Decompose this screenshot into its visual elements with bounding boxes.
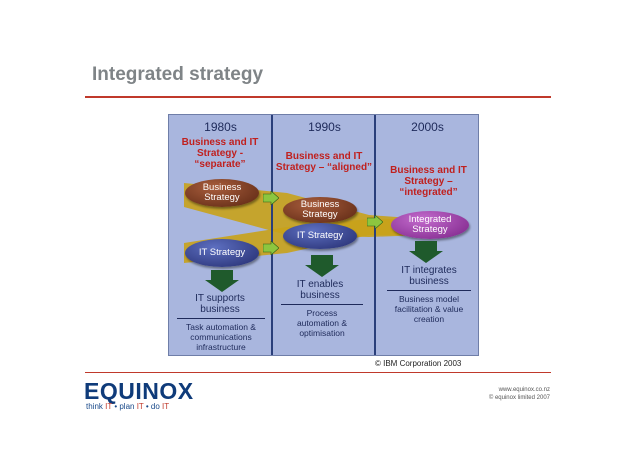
phase-separate: Business and IT Strategy - “separate” — [181, 137, 259, 170]
detail-1990: Process automation & optimisation — [296, 308, 348, 338]
outcome-1980: IT supports business — [195, 293, 245, 315]
strategy-diagram: 1980s 1990s 2000s Business and IT Strate… — [168, 114, 479, 356]
green-arrow-icon — [367, 215, 383, 229]
green-arrow-icon — [263, 191, 279, 205]
separator-line — [387, 290, 471, 291]
footer-rule — [85, 372, 551, 373]
slide-title: Integrated strategy — [92, 64, 264, 85]
business-strategy-1980: Business Strategy — [185, 179, 259, 207]
ibm-copyright: © IBM Corporation 2003 — [375, 359, 462, 368]
detail-1980: Task automation & communications infrast… — [186, 322, 256, 352]
down-arrow-icon — [305, 255, 339, 277]
integrated-strategy-2000: Integrated Strategy — [391, 211, 469, 239]
title-rule — [85, 96, 551, 98]
period-2000s: 2000s — [411, 120, 444, 134]
footer-info: www.equinox.co.nz © equinox limited 2007 — [489, 386, 550, 402]
down-arrow-icon — [205, 270, 239, 292]
company-copyright: © equinox limited 2007 — [488, 395, 550, 401]
period-1980s: 1980s — [204, 120, 237, 134]
column-divider — [271, 115, 273, 355]
period-1990s: 1990s — [308, 120, 341, 134]
phase-aligned: Business and IT Strategy – “aligned” — [275, 151, 373, 173]
separator-line — [281, 304, 363, 305]
down-arrow-icon — [409, 241, 443, 263]
outcome-1990: IT enables business — [296, 279, 344, 301]
business-strategy-1990: Business Strategy — [283, 197, 357, 223]
separator-line — [177, 318, 265, 319]
it-strategy-1990: IT Strategy — [283, 223, 357, 249]
detail-2000: Business model facilitation & value crea… — [394, 294, 464, 324]
outcome-2000: IT integrates business — [401, 265, 457, 287]
column-divider — [374, 115, 376, 355]
website-link[interactable]: www.equinox.co.nz — [498, 387, 550, 393]
tagline: think IT • plan IT • do IT — [86, 402, 170, 411]
equinox-logo: EQUINOX — [84, 378, 194, 404]
it-strategy-1980: IT Strategy — [185, 239, 259, 267]
green-arrow-icon — [263, 241, 279, 255]
phase-integrated: Business and IT Strategy – “integrated” — [390, 165, 467, 198]
